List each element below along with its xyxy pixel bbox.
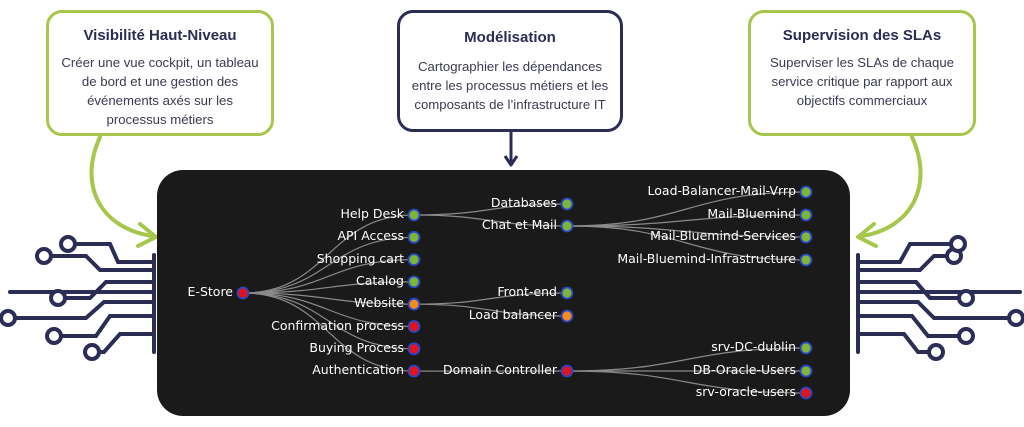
node-label-help-desk[interactable]: Help Desk — [340, 206, 404, 221]
node-load-balancer-mail-vrrp-status-dot[interactable] — [799, 185, 813, 199]
curved-arrow-right-icon — [860, 135, 923, 238]
node-help-desk-status-dot[interactable] — [407, 208, 421, 222]
node-label-mail-bluemind-infrastructure[interactable]: Mail-Bluemind-Infrastructure — [617, 251, 796, 266]
card-description: Cartographier les dépendances entre les … — [400, 57, 620, 114]
node-databases-status-dot[interactable] — [560, 197, 574, 211]
node-domain-controller-status-dot[interactable] — [560, 364, 574, 378]
node-label-load-balancer-mail-vrrp[interactable]: Load-Balancer-Mail-Vrrp — [647, 183, 796, 198]
card-description: Créer une vue cockpit, un tableau de bor… — [49, 53, 271, 129]
card-text-line: Créer une vue cockpit, un tableau — [61, 55, 259, 70]
node-label-website[interactable]: Website — [354, 295, 404, 311]
node-website-status-dot[interactable] — [407, 297, 421, 311]
node-label-shopping-cart[interactable]: Shopping cart — [316, 250, 404, 266]
node-front-end-status-dot[interactable] — [560, 286, 574, 300]
card-text-line: événements axés sur les — [87, 93, 233, 108]
card-title: Modélisation — [464, 29, 556, 46]
node-label-load-balancer[interactable]: Load balancer — [468, 307, 557, 322]
node-label-srv-dc-dublin[interactable]: srv-DC-dublin — [711, 339, 796, 354]
arrowhead-down-icon — [503, 155, 519, 167]
card-modelling: Modélisation Cartographier les dépendanc… — [397, 10, 623, 132]
node-api-access-status-dot[interactable] — [407, 230, 421, 244]
node-label-db-oracle-users[interactable]: DB-Oracle-Users — [692, 362, 796, 377]
node-label-chat-et-mail[interactable]: Chat et Mail — [481, 217, 557, 232]
card-title: Supervision des SLAs — [782, 27, 942, 44]
node-shopping-cart-status-dot[interactable] — [407, 253, 421, 267]
curved-arrow-left-icon — [89, 135, 154, 238]
node-label-confirmation-process[interactable]: Confirmation process — [271, 317, 404, 333]
card-text-line: Cartographier les dépendances — [417, 59, 602, 74]
node-srv-dc-dublin-status-dot[interactable] — [799, 341, 813, 355]
card-text-line: composants de l’infrastructure IT — [414, 97, 606, 112]
arrowhead-left-icon — [136, 222, 158, 248]
node-label-e-store[interactable]: E-Store — [187, 284, 233, 299]
node-label-domain-controller[interactable]: Domain Controller — [443, 362, 557, 377]
node-label-api-access[interactable]: API Access — [337, 228, 404, 244]
card-text-line: objectifs commerciaux — [796, 93, 928, 108]
node-buying-process-status-dot[interactable] — [407, 342, 421, 356]
node-label-front-end[interactable]: Front-end — [497, 284, 557, 299]
node-label-buying-process[interactable]: Buying Process — [309, 339, 404, 355]
node-label-databases[interactable]: Databases — [490, 195, 557, 210]
card-sla-supervision: Supervision des SLAs Superviser les SLAs… — [748, 10, 976, 136]
node-load-balancer-status-dot[interactable] — [560, 309, 574, 323]
node-mail-bluemind-infrastructure-status-dot[interactable] — [799, 253, 813, 267]
node-mail-bluemind-status-dot[interactable] — [799, 208, 813, 222]
node-label-authentication[interactable]: Authentication — [312, 362, 404, 378]
node-authentication-status-dot[interactable] — [407, 364, 421, 378]
node-label-catalog[interactable]: Catalog — [355, 272, 404, 288]
node-mail-bluemind-services-status-dot[interactable] — [799, 230, 813, 244]
card-text-line: service critique par rapport aux — [771, 74, 953, 89]
node-db-oracle-users-status-dot[interactable] — [799, 364, 813, 378]
node-e-store-status-dot[interactable] — [236, 286, 250, 300]
card-text-line: entre les processus métiers et les — [411, 78, 609, 93]
node-label-srv-oracle-users[interactable]: srv-oracle-users — [695, 384, 796, 399]
node-srv-oracle-users-status-dot[interactable] — [799, 386, 813, 400]
card-description: Superviser les SLAs de chaque service cr… — [751, 53, 973, 110]
card-high-level-visibility: Visibilité Haut-Niveau Créer une vue coc… — [46, 10, 274, 136]
card-text-line: processus métiers — [106, 112, 214, 127]
node-label-mail-bluemind-services[interactable]: Mail-Bluemind-Services — [650, 228, 796, 243]
node-chat-et-mail-status-dot[interactable] — [560, 219, 574, 233]
node-catalog-status-dot[interactable] — [407, 275, 421, 289]
node-confirmation-process-status-dot[interactable] — [407, 320, 421, 333]
card-text-line: Superviser les SLAs de chaque — [769, 55, 954, 70]
card-text-line: de bord et une gestion des — [81, 74, 239, 89]
node-label-mail-bluemind[interactable]: Mail-Bluemind — [707, 206, 796, 221]
card-title: Visibilité Haut-Niveau — [83, 27, 237, 44]
arrowhead-right-icon — [856, 222, 878, 248]
